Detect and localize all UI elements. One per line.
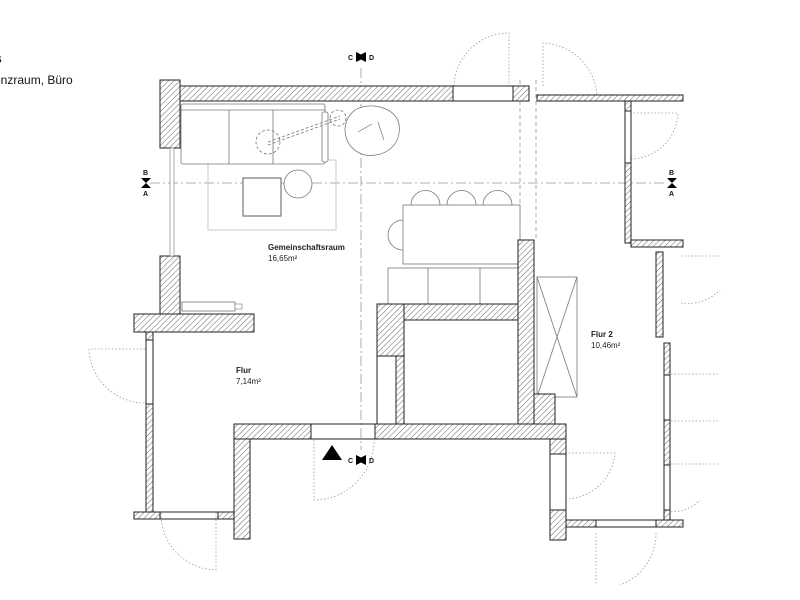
svg-text:B: B: [143, 170, 148, 177]
room-area: 10,46m²: [591, 341, 621, 350]
room-name: Flur: [236, 366, 252, 375]
svg-text:C: C: [348, 458, 353, 465]
outline-lines: [145, 85, 671, 528]
room-label-flur: Flur 7,14m²: [236, 366, 261, 387]
section-marker-cd-bottom: C D: [348, 455, 374, 465]
svg-text:B: B: [669, 170, 674, 177]
door-swings: [88, 32, 721, 586]
north-arrow-icon: [322, 445, 342, 460]
room-label-gemeinschaftsraum: Gemeinschaftsraum 16,65m²: [268, 243, 345, 264]
floor-lamp: [255, 109, 347, 155]
svg-text:C: C: [348, 55, 353, 62]
room-name: Gemeinschaftsraum: [268, 243, 345, 252]
section-marker-ab-right: B A: [667, 170, 677, 198]
radiator: [181, 301, 236, 312]
room-area: 7,14m²: [236, 377, 261, 386]
title-block: s enzraum, Büro: [0, 50, 73, 88]
svg-text:D: D: [369, 458, 374, 465]
kitchen-counter: [387, 267, 520, 305]
coffee-table: [242, 177, 282, 217]
section-marker-ab-left: B A: [141, 170, 151, 198]
sofa: [180, 103, 329, 165]
svg-text:A: A: [143, 191, 148, 198]
shaft: [536, 276, 578, 398]
walls: [133, 79, 684, 541]
bean-bag: [344, 105, 400, 156]
room-name: Flur 2: [591, 330, 613, 339]
stool: [283, 169, 313, 199]
drawing-subtitle: enzraum, Büro: [0, 73, 73, 87]
room-label-flur-2: Flur 2 10,46m²: [591, 330, 620, 351]
room-area: 16,65m²: [268, 254, 298, 263]
dining-set: [387, 190, 521, 265]
section-marker-cd-top: C D: [348, 52, 374, 62]
svg-text:A: A: [669, 191, 674, 198]
drawing-title: s: [0, 50, 73, 66]
svg-text:D: D: [369, 55, 374, 62]
